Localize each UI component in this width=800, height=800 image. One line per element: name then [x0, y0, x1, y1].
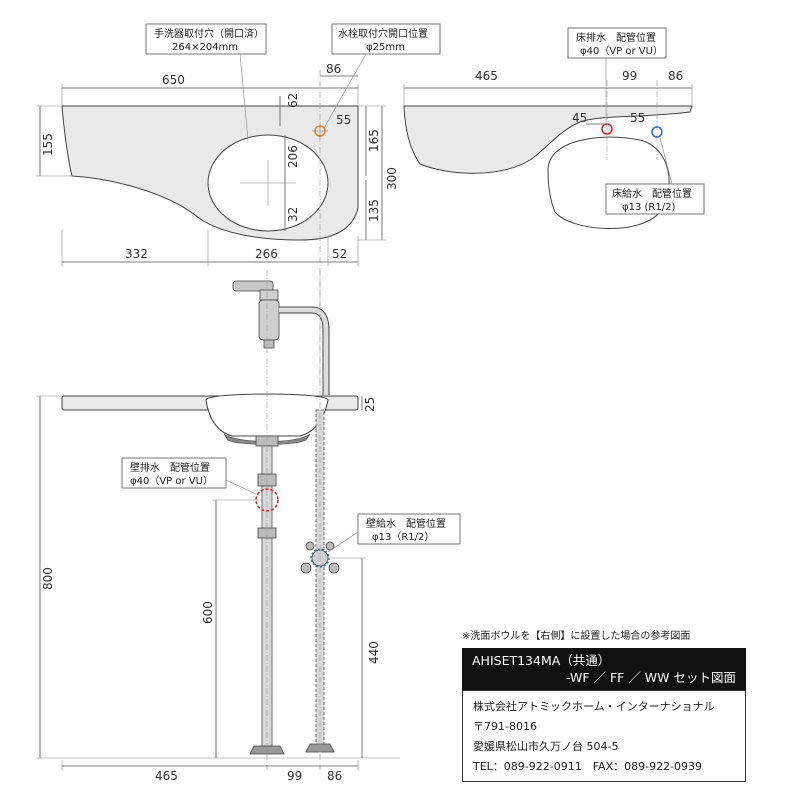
dim-r-55: 55: [630, 111, 645, 125]
callout-floor-supply: [605, 183, 705, 215]
svg-text:壁排水 配管位置: 壁排水 配管位置: [130, 461, 210, 474]
company-info: 株式会社アトミックホーム・インターナショナル 〒791-8016 愛媛県松山市久…: [462, 690, 746, 782]
company-contact: TEL：089-922-0911 FAX：089-922-0939: [473, 760, 703, 773]
dim-depth-165: 165: [367, 129, 381, 152]
company-name: 株式会社アトミックホーム・インターナショナル: [473, 700, 715, 713]
faucet: [232, 280, 330, 395]
counter-plan-right: [403, 105, 693, 174]
dim-top-55: 55: [336, 113, 351, 127]
callout-wall-drain: [121, 457, 227, 489]
front-elevation: 800 600 440 25 465 99 86 壁排水 配管位置 φ40（VP…: [36, 270, 461, 783]
svg-text:φ25mm: φ25mm: [366, 42, 405, 53]
svg-text:壁給水 配管位置: 壁給水 配管位置: [366, 517, 446, 530]
wall-supply-marker: [310, 548, 330, 568]
dim-bowl-32: 32: [286, 207, 300, 222]
dim-f-465: 465: [155, 769, 178, 783]
callout-wall-supply: [357, 513, 461, 545]
dim-bottom-332: 332: [125, 247, 148, 261]
svg-text:φ13 (R1/2): φ13 (R1/2): [622, 202, 675, 213]
dim-f-99: 99: [287, 769, 302, 783]
svg-text:床排水 配管位置: 床排水 配管位置: [576, 31, 656, 44]
wall-drain-marker: [255, 488, 279, 512]
callout-sink-hole: [145, 23, 267, 55]
plan-view-left: 650 86 62 55 155 165 300 135 206 32 332 …: [36, 23, 441, 385]
svg-text:水栓取付穴開口位置: 水栓取付穴開口位置: [338, 27, 428, 40]
bowl-plan-right: [547, 136, 670, 229]
dim-r-99: 99: [622, 69, 637, 83]
dim-bottom-266: 266: [255, 247, 278, 261]
dim-f-86: 86: [327, 769, 342, 783]
plan-view-right: 465 99 86 45 55 床排水 配管位置 φ40（VP or VU） 床…: [403, 27, 705, 229]
dim-r-45: 45: [572, 111, 587, 125]
dim-thick-25: 25: [363, 397, 377, 412]
dim-top-62: 62: [286, 93, 300, 108]
dim-top-86: 86: [326, 62, 341, 76]
reference-note: ※洗面ボウルを【右側】に設置した場合の参考図面: [462, 631, 691, 642]
dim-r-465: 465: [475, 69, 498, 83]
svg-text:264×204mm: 264×204mm: [172, 42, 238, 53]
callout-faucet-hole: [331, 23, 441, 55]
wall-supply-valve: [300, 541, 340, 574]
dim-bowl-135: 135: [367, 199, 381, 222]
dim-left-155: 155: [41, 133, 55, 156]
dim-r-86: 86: [668, 69, 683, 83]
svg-text:φ13（R1/2）: φ13（R1/2）: [372, 531, 434, 543]
dim-h-800: 800: [41, 567, 55, 590]
svg-text:手洗器取付穴（開口済）: 手洗器取付穴（開口済）: [154, 27, 264, 40]
company-address: 愛媛県松山市久万ノ台 504-5: [473, 740, 619, 753]
dim-h-440: 440: [367, 641, 381, 664]
dim-depth-300: 300: [385, 167, 399, 190]
floor-supply-marker: [651, 126, 663, 138]
company-postal: 〒791-8016: [473, 720, 537, 733]
dim-top-width: 650: [162, 73, 185, 87]
svg-text:φ40（VP or VU）: φ40（VP or VU）: [130, 475, 213, 487]
dim-bowl-206: 206: [286, 145, 300, 168]
title-line-2: -WF ／ FF ／ WW セット図面: [565, 670, 736, 685]
dim-bottom-52: 52: [332, 247, 347, 261]
title-block: AHISET134MA（共通） -WF ／ FF ／ WW セット図面: [462, 648, 746, 690]
dim-h-600: 600: [201, 601, 215, 624]
title-line-1: AHISET134MA（共通）: [472, 653, 611, 668]
callout-floor-drain: [567, 27, 667, 59]
svg-text:φ40（VP or VU）: φ40（VP or VU）: [580, 45, 663, 57]
svg-text:床給水 配管位置: 床給水 配管位置: [612, 187, 692, 200]
